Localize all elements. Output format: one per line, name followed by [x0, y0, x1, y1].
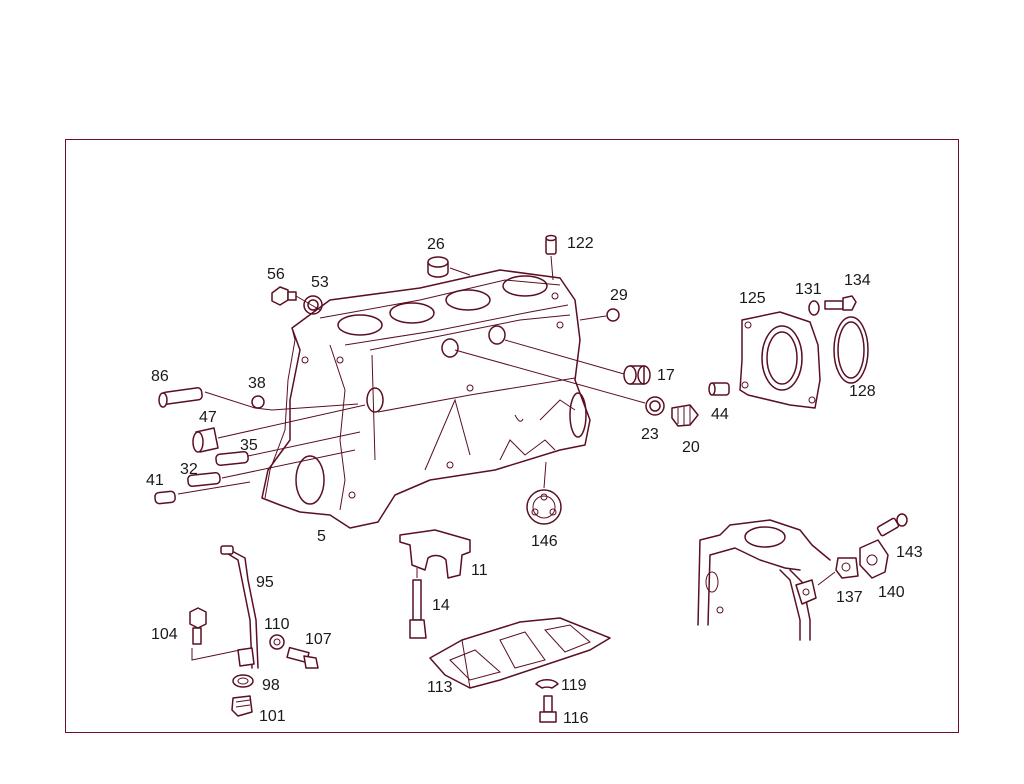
part-41-pin — [154, 490, 176, 505]
callout-35: 35 — [240, 437, 258, 454]
callout-20: 20 — [682, 439, 700, 456]
part-35-pin — [215, 451, 249, 466]
callout-47: 47 — [199, 409, 217, 426]
part-125-seal-housing — [739, 311, 821, 409]
callout-122: 122 — [567, 235, 594, 252]
callout-23: 23 — [641, 426, 659, 443]
part-29-ball — [606, 308, 620, 322]
callout-134: 134 — [844, 272, 871, 289]
engine-block — [261, 269, 591, 529]
callout-86: 86 — [151, 368, 169, 385]
callout-113: 113 — [427, 679, 453, 696]
part-110-nut — [269, 634, 285, 650]
part-32-pin — [187, 472, 221, 487]
callout-labels: 26 122 56 53 29 125 131 134 86 38 17 128… — [146, 235, 923, 727]
callout-125: 125 — [739, 290, 766, 307]
part-17-plug — [623, 365, 651, 385]
part-53-seal-ring — [303, 295, 323, 315]
callout-146: 146 — [531, 533, 558, 550]
callout-11: 11 — [471, 562, 488, 579]
part-44-dowel — [708, 382, 730, 396]
callout-41: 41 — [146, 472, 164, 489]
part-95-dipstick-tube — [220, 545, 259, 669]
part-122-dowel — [545, 234, 557, 255]
part-11-bearing-cap — [399, 529, 471, 579]
part-56-plug-bolt — [271, 286, 297, 306]
inset-flange — [795, 579, 817, 605]
part-143-bolt — [876, 513, 908, 537]
part-14-bolt — [409, 579, 427, 639]
callout-56: 56 — [267, 266, 285, 283]
callout-140: 140 — [878, 584, 905, 601]
part-116-bolt — [539, 695, 557, 723]
part-128-seal-ring — [833, 316, 869, 384]
part-140-fitting — [859, 539, 889, 579]
part-104-bolt — [189, 607, 207, 645]
callout-116: 116 — [563, 710, 589, 727]
part-47-sleeve — [192, 427, 219, 453]
part-101-plug — [231, 695, 253, 717]
callout-104: 104 — [151, 626, 178, 643]
part-119-clip — [535, 679, 559, 689]
callout-5: 5 — [317, 528, 326, 545]
part-86-sleeve — [158, 387, 203, 408]
callout-119: 119 — [561, 677, 587, 694]
part-107-bolt — [286, 646, 319, 669]
part-131-washer — [808, 300, 820, 316]
callout-107: 107 — [305, 631, 332, 648]
part-38-ball — [251, 395, 265, 409]
callout-44: 44 — [711, 406, 729, 423]
part-23-washer — [645, 396, 665, 416]
callout-131: 131 — [795, 281, 822, 298]
part-98-washer — [232, 674, 254, 688]
leader-lines — [177, 255, 836, 661]
callout-29: 29 — [610, 287, 628, 304]
part-113-oil-baffle — [429, 617, 611, 689]
callout-128: 128 — [849, 383, 876, 400]
part-20-screw-plug — [671, 404, 699, 427]
inset-block-section — [697, 519, 831, 641]
part-134-bolt — [824, 295, 857, 311]
part-26-plug — [427, 256, 449, 278]
callout-98: 98 — [262, 677, 280, 694]
callout-101: 101 — [259, 708, 286, 725]
callout-32: 32 — [180, 461, 198, 478]
callout-26: 26 — [427, 236, 445, 253]
diagram-frame — [65, 139, 959, 733]
callout-95: 95 — [256, 574, 274, 591]
callout-137: 137 — [836, 589, 863, 606]
callout-38: 38 — [248, 375, 266, 392]
part-146-plug — [526, 489, 562, 525]
callout-110: 110 — [264, 616, 290, 633]
callout-143: 143 — [896, 544, 923, 561]
callout-53: 53 — [311, 274, 329, 291]
callout-17: 17 — [657, 367, 675, 384]
part-137-gasket — [835, 557, 859, 579]
callout-14: 14 — [432, 597, 450, 614]
